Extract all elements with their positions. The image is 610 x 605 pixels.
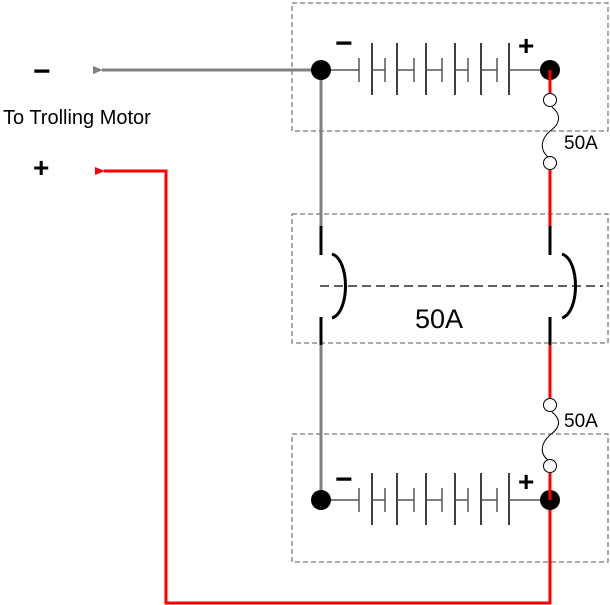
destination-label: To Trolling Motor [3,107,151,129]
top-battery-box [291,2,609,132]
top-battery-negative: − [335,27,353,60]
breaker-rating: 50A [415,304,464,334]
bottom-battery-positive: + [518,466,535,497]
positive-terminal-label: + [33,152,50,183]
negative-terminal [311,490,331,510]
positive-wire [95,70,552,605]
breaker-box [291,213,609,344]
top-fuse-rating: 50A [564,133,598,154]
bottom-fuse [541,398,559,473]
top-fuse [541,93,559,170]
bottom-fuse-rating: 50A [564,411,598,432]
bottom-battery [311,473,560,525]
bottom-battery-negative: − [335,463,353,496]
top-battery-positive: + [518,30,535,61]
bottom-battery-box [291,433,609,563]
negative-terminal [311,60,331,80]
negative-wire [93,66,323,500]
negative-terminal-label: − [33,55,51,88]
breaker [319,226,577,345]
